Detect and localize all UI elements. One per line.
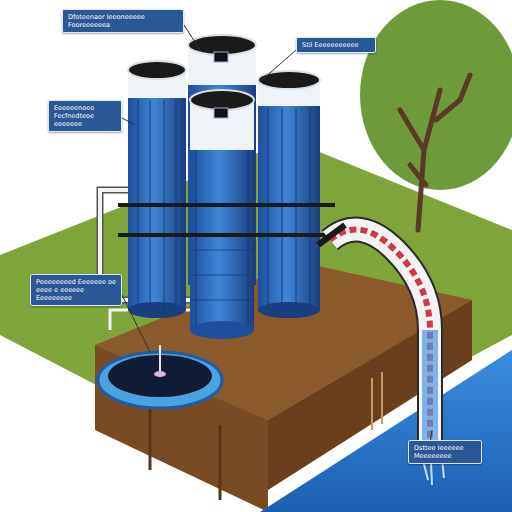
- callout-box: Dfoteenaor Ieeoneeeee Fooreeeeeea: [62, 9, 184, 33]
- cylinders: [118, 35, 335, 339]
- callout-text: Peeeeeeeed Eeeeeee oe eeee e eeeeee Eeee…: [36, 278, 116, 302]
- callout-box: Dsttee Ieeeeee Meeeeeeee: [408, 440, 482, 464]
- callout-box: Peeeeeeeed Eeeeeee oe eeee e eeeeee Eeee…: [30, 274, 122, 306]
- callout-box: Eeeeeenoeo Fecfnedteoe eeeeeee: [48, 100, 122, 132]
- callout-text: Dsttee Ieeeeee Meeeeeeee: [414, 444, 476, 460]
- leader-lines: [122, 25, 432, 444]
- callout-box: Stil Eeeeeeeeeee: [296, 37, 376, 53]
- tree: [360, 0, 512, 230]
- callout-text: Eeeeeenoeo Fecfnedteoe eeeeeee: [54, 104, 116, 128]
- settling-tank: [98, 345, 222, 408]
- callout-text: Stil Eeeeeeeeeee: [302, 41, 370, 49]
- callout-text: Dfoteenaor Ieeoneeeee Fooreeeeeea: [68, 13, 178, 29]
